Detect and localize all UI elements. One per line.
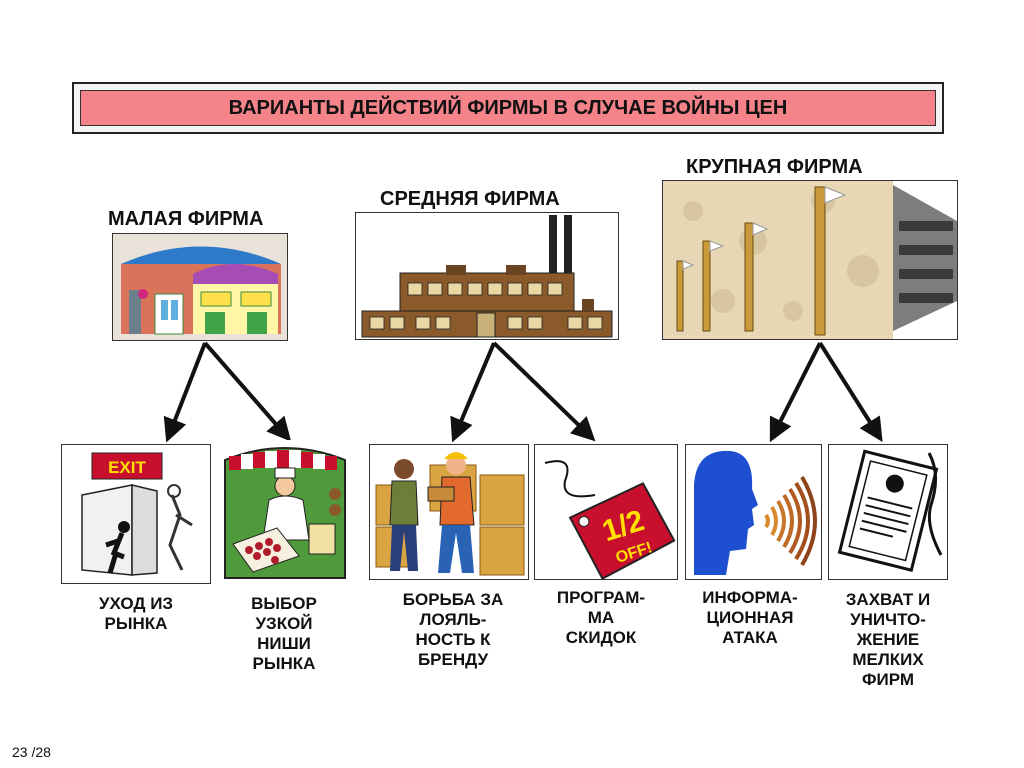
caption-line: БОРЬБА ЗА	[402, 590, 504, 609]
arrow-large-to-takeover	[818, 341, 883, 443]
caption-line: УЗКОЙ	[255, 614, 313, 633]
caption-takeover: ЗАХВАТ И УНИЧТО- ЖЕНИЕ МЕЛКИХ ФИРМ	[818, 590, 958, 690]
caption-line: СКИДОК	[565, 628, 637, 647]
caption-brand-loyalty: БОРЬБА ЗА ЛОЯЛЬ- НОСТЬ К БРЕНДУ	[378, 590, 528, 670]
caption-exit-market: УХОД ИЗ РЫНКА	[66, 594, 206, 634]
caption-line: НИШИ	[257, 634, 311, 653]
slide-title: ВАРИАНТЫ ДЕЙСТВИЙ ФИРМЫ В СЛУЧАЕ ВОЙНЫ Ц…	[80, 90, 936, 126]
caption-line: ЗАХВАТ И	[845, 590, 931, 609]
caption-line: ПРОГРАМ-	[556, 588, 646, 607]
caption-line: НОСТЬ К	[415, 630, 491, 649]
caption-line: ФИРМ	[861, 670, 914, 689]
caption-line: УНИЧТО-	[850, 610, 926, 629]
caption-line: ВЫБОР	[251, 594, 317, 613]
caption-line: ЖЕНИЕ	[856, 630, 920, 649]
arrow-large-to-info-attack	[769, 342, 822, 443]
caption-line: БРЕНДУ	[417, 650, 489, 669]
caption-line: ЦИОННАЯ	[706, 608, 794, 627]
title-box: ВАРИАНТЫ ДЕЙСТВИЙ ФИРМЫ В СЛУЧАЕ ВОЙНЫ Ц…	[72, 82, 944, 134]
takeover-certificate-image	[828, 444, 948, 580]
small-firm-label: МАЛАЯ ФИРМА	[108, 208, 264, 230]
brand-loyalty-image	[369, 444, 529, 580]
information-attack-image	[685, 444, 822, 580]
caption-line: РЫНКА	[104, 614, 168, 633]
caption-information-attack: ИНФОРМА- ЦИОННАЯ АТАКА	[675, 588, 825, 648]
caption-line: АТАКА	[722, 628, 778, 647]
large-firm-label: КРУПНАЯ ФИРМА	[686, 156, 863, 178]
arrow-medium-to-discount	[492, 341, 596, 442]
caption-line: ЛОЯЛЬ-	[419, 610, 487, 629]
caption-line: ИНФОРМА-	[702, 588, 798, 607]
exit-market-image: EXIT	[61, 444, 211, 584]
medium-firm-label: СРЕДНЯЯ ФИРМА	[380, 188, 560, 210]
small-firm-shop-image	[112, 233, 288, 341]
caption-market-niche: ВЫБОР УЗКОЙ НИШИ РЫНКА	[214, 594, 354, 674]
caption-line: УХОД ИЗ	[98, 594, 174, 613]
large-firm-building-image	[662, 180, 958, 340]
caption-discount-program: ПРОГРАМ- МА СКИДОК	[526, 588, 676, 648]
page-number: 23 /28	[12, 744, 51, 760]
exit-sign-text: EXIT	[108, 458, 146, 477]
caption-line: РЫНКА	[252, 654, 316, 673]
medium-firm-factory-image	[355, 212, 619, 340]
arrow-medium-to-loyalty	[450, 342, 496, 443]
discount-tag-image: 1/2 OFF!	[534, 444, 678, 580]
arrow-small-to-niche	[203, 341, 292, 442]
market-niche-image	[219, 440, 351, 585]
caption-line: МЕЛКИХ	[852, 650, 924, 669]
caption-line: МА	[587, 608, 615, 627]
arrow-small-to-exit	[163, 342, 207, 443]
